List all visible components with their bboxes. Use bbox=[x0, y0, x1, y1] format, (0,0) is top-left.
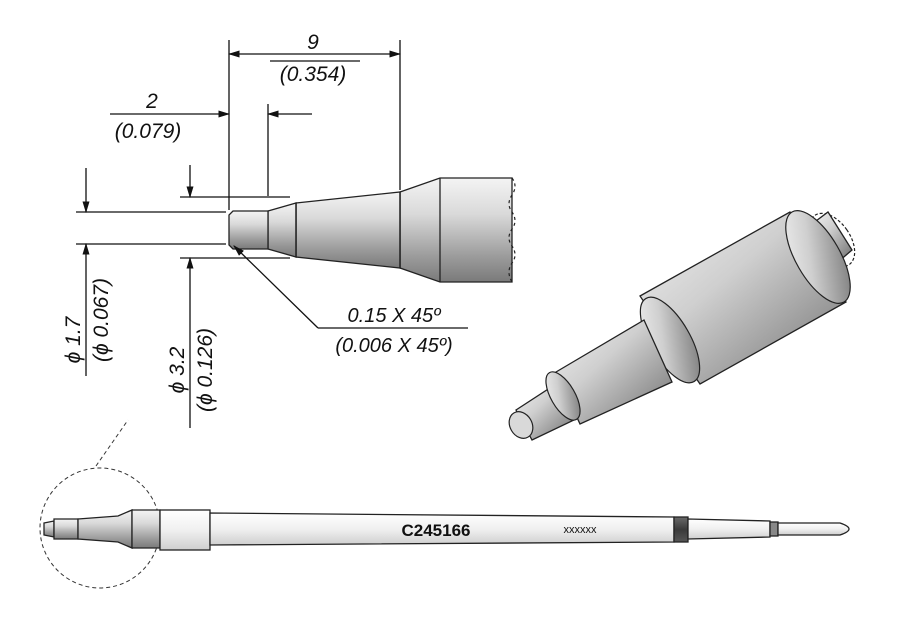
tip-length-in-label: (0.079) bbox=[115, 120, 182, 143]
dimension-length: 9 (0.354) bbox=[227, 31, 402, 210]
full-cartridge-view: C245166 xxxxxx bbox=[39, 419, 850, 589]
detail-leader bbox=[95, 419, 129, 467]
dimension-tip-diameter: ϕ 1.7 (ϕ 0.067) bbox=[62, 168, 226, 376]
tip-length-mm-label: 2 bbox=[145, 90, 158, 113]
dimension-tip-length: 2 (0.079) bbox=[110, 90, 312, 196]
chamfer-mm-label: 0.15 X 45º bbox=[348, 305, 443, 327]
tip-diameter-mm-label: ϕ 1.7 bbox=[62, 315, 85, 363]
part-code-label: C245166 bbox=[401, 521, 470, 540]
chamfer-callout: 0.15 X 45º (0.006 X 45º) bbox=[233, 245, 468, 357]
break-line bbox=[508, 177, 516, 283]
length-mm-label: 9 bbox=[307, 31, 319, 54]
body-diameter-mm-label: ϕ 3.2 bbox=[166, 346, 189, 393]
part-marking-label: xxxxxx bbox=[564, 524, 598, 536]
body-diameter-in-label: (ϕ 0.126) bbox=[194, 328, 217, 412]
side-view-tip bbox=[228, 177, 516, 283]
chamfer-in-label: (0.006 X 45º) bbox=[335, 335, 452, 357]
dimension-body-diameter: ϕ 3.2 (ϕ 0.126) bbox=[166, 165, 290, 428]
tip-diameter-in-label: (ϕ 0.067) bbox=[90, 278, 113, 362]
length-in-label: (0.354) bbox=[280, 63, 347, 86]
isometric-tip-view bbox=[508, 210, 856, 441]
